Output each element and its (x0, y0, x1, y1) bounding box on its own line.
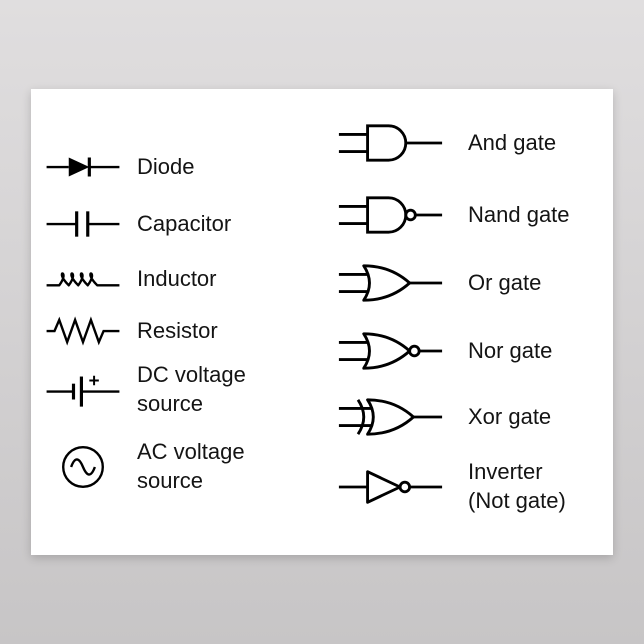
legend-row-and-gate: And gate (337, 120, 556, 166)
symbol-label: Nor gate (468, 337, 553, 363)
symbol-label: Capacitor (137, 210, 232, 236)
symbol-label: Nand gate (468, 201, 570, 227)
symbol-label: Inverter (Not gate) (468, 459, 566, 513)
inductor-icon (46, 272, 120, 287)
legend-row-capacitor: Capacitor (45, 205, 231, 243)
circuit-symbols-poster: Diode Capacitor Inductor Resistor DC vo (31, 89, 613, 555)
or-gate-icon (338, 264, 443, 302)
xor-gate-icon (338, 398, 443, 436)
nor-gate-icon (338, 332, 443, 370)
legend-row-resistor: Resistor (45, 312, 218, 350)
and-gate-icon (338, 124, 443, 162)
symbol-label: And gate (468, 129, 557, 155)
symbol-label: Diode (137, 153, 195, 179)
legend-row-xor-gate: Xor gate (337, 394, 551, 440)
dc-voltage-source-icon (46, 375, 120, 407)
symbol-label: DC voltage source (137, 362, 246, 416)
symbol-label: Resistor (137, 317, 218, 343)
symbol-label: Or gate (468, 269, 542, 295)
legend-row-nor-gate: Nor gate (337, 328, 552, 374)
capacitor-icon (46, 211, 120, 237)
legend-row-diode: Diode (45, 148, 194, 186)
ac-voltage-source-icon (62, 445, 104, 488)
symbol-label: Xor gate (468, 403, 552, 429)
symbol-label: AC voltage source (137, 439, 245, 493)
legend-row-nand-gate: Nand gate (337, 192, 570, 238)
inverter-icon (338, 469, 443, 504)
diode-icon (46, 157, 120, 177)
legend-row-dc-voltage-source: DC voltage source (45, 361, 246, 418)
resistor-icon (46, 316, 120, 346)
legend-row-inductor: Inductor (45, 260, 217, 298)
legend-row-ac-voltage-source: AC voltage source (45, 438, 245, 495)
legend-row-inverter: Inverter (Not gate) (337, 458, 566, 515)
legend-row-or-gate: Or gate (337, 260, 541, 306)
symbol-label: Inductor (137, 265, 217, 291)
nand-gate-icon (338, 196, 443, 234)
